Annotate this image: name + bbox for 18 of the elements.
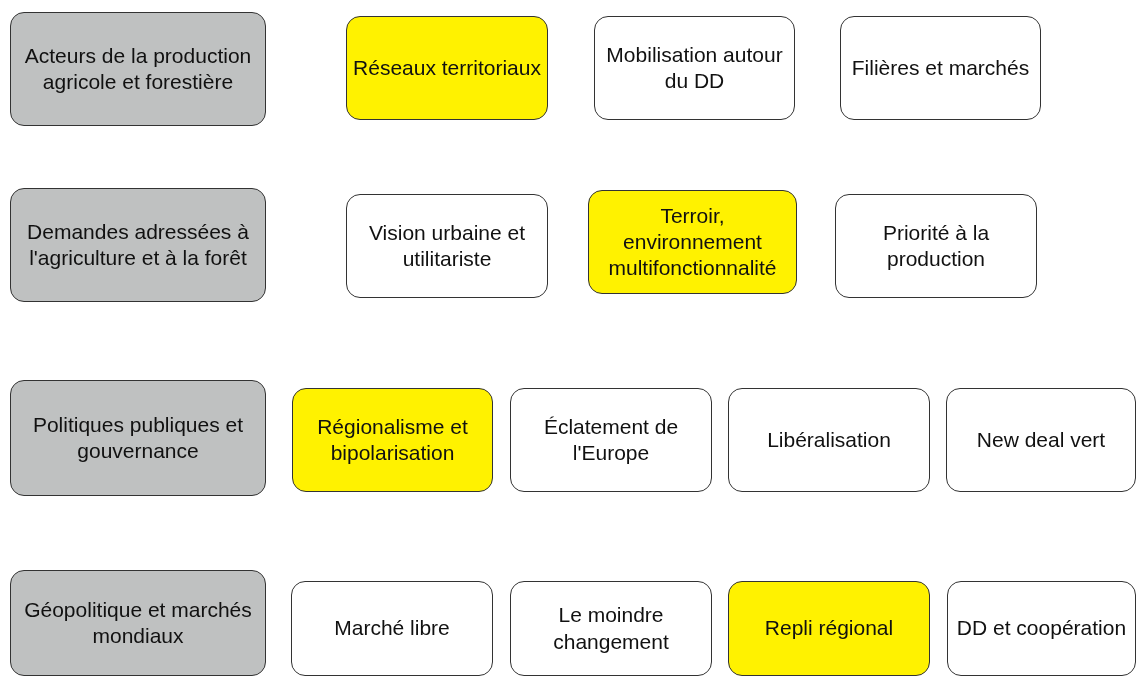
option-box: DD et coopération [947, 581, 1136, 676]
option-box: Filières et marchés [840, 16, 1041, 120]
option-box: New deal vert [946, 388, 1136, 492]
highlighted-option-box: Réseaux territoriaux [346, 16, 548, 120]
option-box: Le moindre changement [510, 581, 712, 676]
category-box: Politiques publiques et gouvernance [10, 380, 266, 496]
option-box: Marché libre [291, 581, 493, 676]
category-box: Demandes adressées à l'agriculture et à la forêt [10, 188, 266, 302]
option-box: Mobilisation autour du DD [594, 16, 795, 120]
option-box: Vision urbaine et utilitariste [346, 194, 548, 298]
option-box: Éclatement de l'Europe [510, 388, 712, 492]
highlighted-option-box: Repli régional [728, 581, 930, 676]
category-box: Acteurs de la production agricole et forestière [10, 12, 266, 126]
option-box: Priorité à la production [835, 194, 1037, 298]
highlighted-option-box: Régionalisme et bipolarisation [292, 388, 493, 492]
highlighted-option-box: Terroir, environnement multifonctionnalité [588, 190, 797, 294]
category-box: Géopolitique et marchés mondiaux [10, 570, 266, 676]
option-box: Libéralisation [728, 388, 930, 492]
